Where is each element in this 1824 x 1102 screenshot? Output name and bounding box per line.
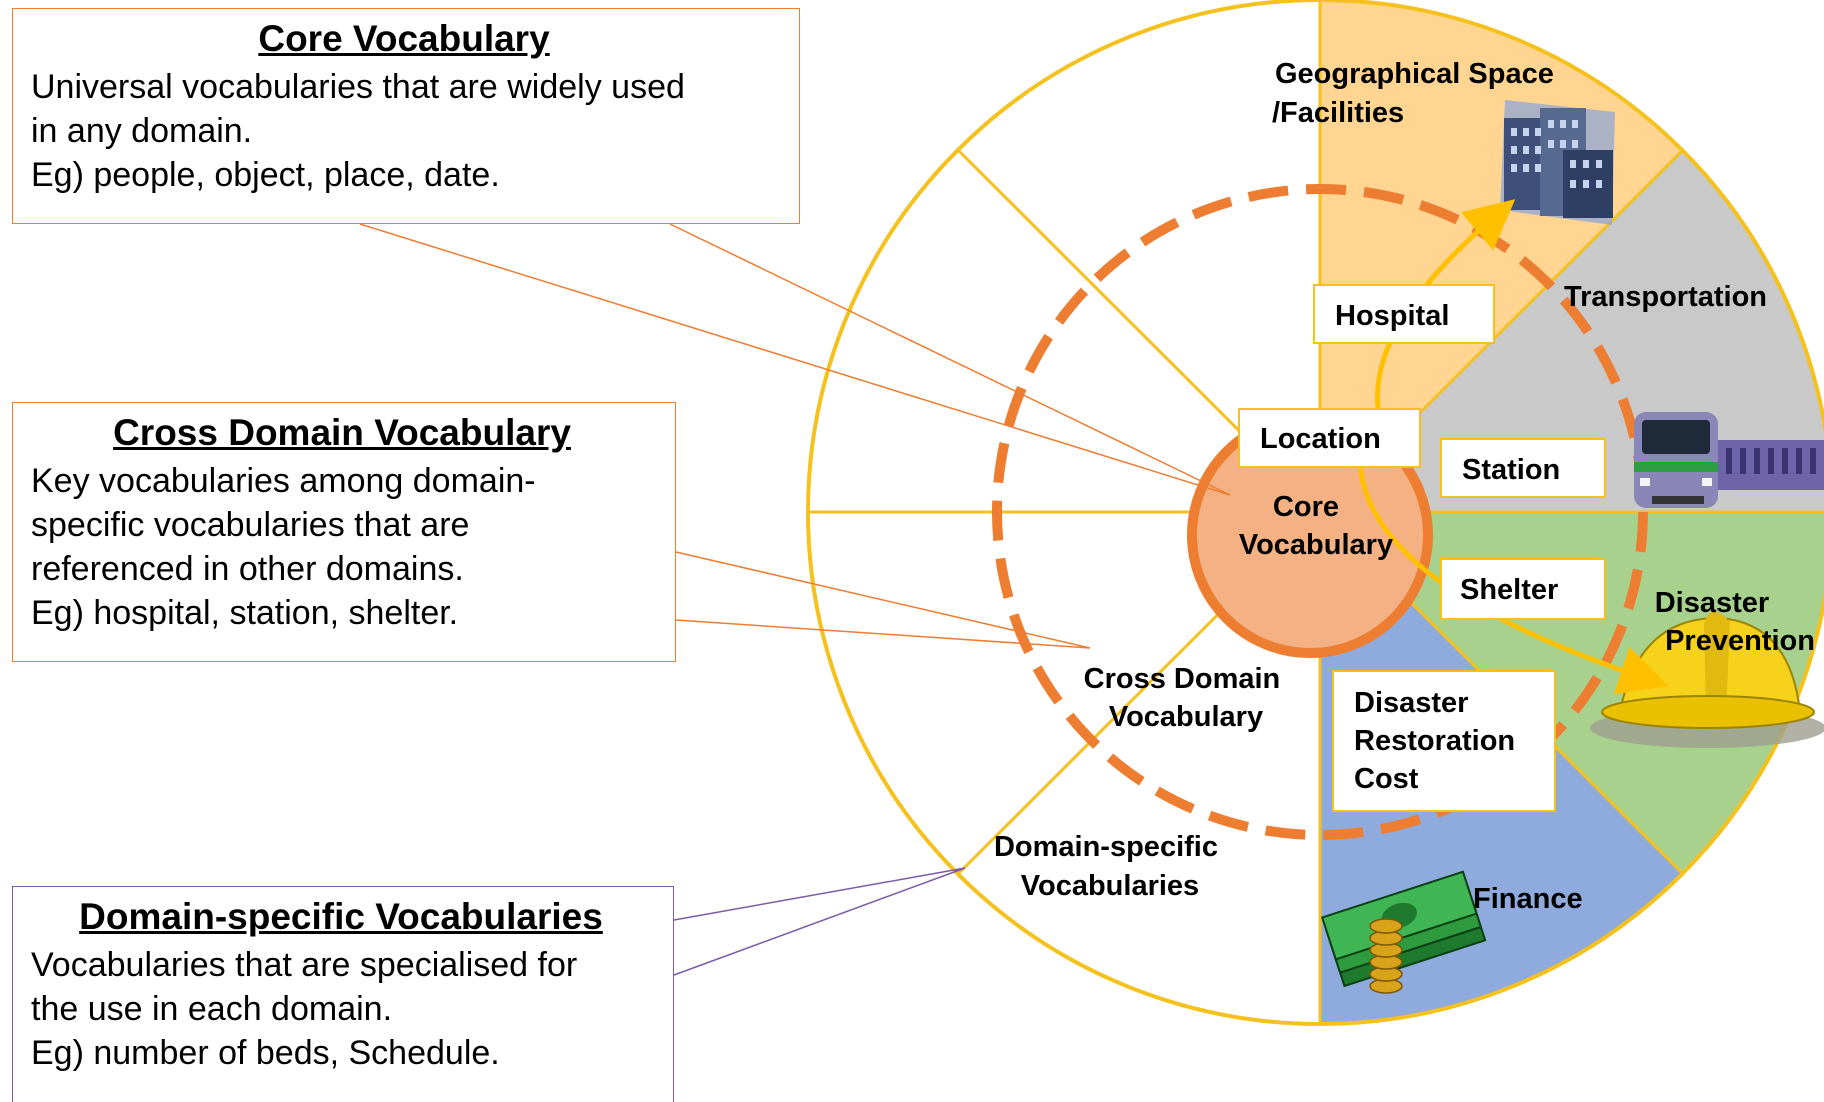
cross-label-line-2: Vocabulary <box>1109 701 1263 733</box>
arrow-to-disaster-prevention <box>1357 451 1669 695</box>
domain-label-line-2: Vocabularies <box>1021 870 1199 902</box>
domain-transportation: Transportation <box>1564 281 1767 313</box>
cross-callout-line: Key vocabularies among domain- <box>31 462 536 500</box>
domain-callout-line: the use in each domain. <box>31 990 393 1028</box>
core-vocabulary-label: Core Vocabulary <box>1239 491 1393 561</box>
cross-callout-pointer <box>675 551 1091 649</box>
callout-pointers <box>359 223 1231 976</box>
cross-callout-line: Eg) hospital, station, shelter. <box>31 594 459 632</box>
term-shelter-text: Shelter <box>1460 574 1559 606</box>
domain-callout-heading: Domain-specific Vocabularies <box>79 896 603 937</box>
cross-callout-heading: Cross Domain Vocabulary <box>113 412 571 453</box>
core-callout-line: Universal vocabularies that are widely u… <box>31 68 685 106</box>
core-vocabulary-callout: Core Vocabulary Universal vocabularies t… <box>12 8 800 224</box>
restoration-line-2: Restoration <box>1354 725 1516 757</box>
cross-label-line-1: Cross Domain <box>1084 663 1281 695</box>
domain-callout-line: Eg) number of beds, Schedule. <box>31 1034 500 1072</box>
geo-label-line-2: /Facilities <box>1272 97 1404 129</box>
core-callout-pointer <box>359 223 1231 496</box>
core-callout-line: Eg) people, object, place, date. <box>31 156 500 194</box>
wheel-outer-rim <box>806 0 1824 1026</box>
domain-finance: Finance <box>1473 883 1583 915</box>
domain-specific-label: Domain-specific Vocabularies <box>994 831 1226 902</box>
term-shelter: Shelter <box>1440 558 1606 620</box>
disaster-label-line-1: Disaster <box>1655 587 1769 619</box>
geo-label-line-1: Geographical Space <box>1275 58 1554 90</box>
term-disaster-restoration-cost: Disaster Restoration Cost <box>1332 670 1556 812</box>
domain-specific-callout: Domain-specific Vocabularies Vocabularie… <box>12 886 674 1102</box>
cross-domain-label: Cross Domain Vocabulary <box>1084 663 1289 733</box>
term-station: Station <box>1440 438 1606 498</box>
core-label-line-2: Vocabulary <box>1239 529 1393 561</box>
cross-callout-line: specific vocabularies that are <box>31 506 470 544</box>
cross-domain-callout: Cross Domain Vocabulary Key vocabularies… <box>12 402 676 662</box>
term-location-text: Location <box>1260 423 1381 455</box>
domain-callout-pointer <box>673 867 966 976</box>
term-hospital: Hospital <box>1313 284 1495 344</box>
term-station-text: Station <box>1462 454 1561 486</box>
domain-label-line-1: Domain-specific <box>994 831 1218 863</box>
restoration-line-3: Cost <box>1354 763 1419 795</box>
building-icon <box>1500 100 1615 225</box>
domain-callout-line: Vocabularies that are specialised for <box>31 946 578 984</box>
core-label-line-1: Core <box>1273 491 1339 523</box>
cross-domain-ring <box>992 184 1648 840</box>
cross-callout-line: referenced in other domains. <box>31 550 464 588</box>
restoration-line-1: Disaster <box>1354 687 1469 719</box>
term-location: Location <box>1238 408 1421 468</box>
domain-disaster-prevention: Disaster Prevention <box>1655 587 1815 657</box>
core-callout-heading: Core Vocabulary <box>258 18 550 59</box>
disaster-label-line-2: Prevention <box>1665 625 1815 657</box>
core-callout-line: in any domain. <box>31 112 253 150</box>
money-icon <box>1320 870 1487 994</box>
term-hospital-text: Hospital <box>1335 300 1450 332</box>
train-icon <box>1634 412 1824 508</box>
domain-geographical-space: Geographical Space /Facilities <box>1272 58 1562 129</box>
